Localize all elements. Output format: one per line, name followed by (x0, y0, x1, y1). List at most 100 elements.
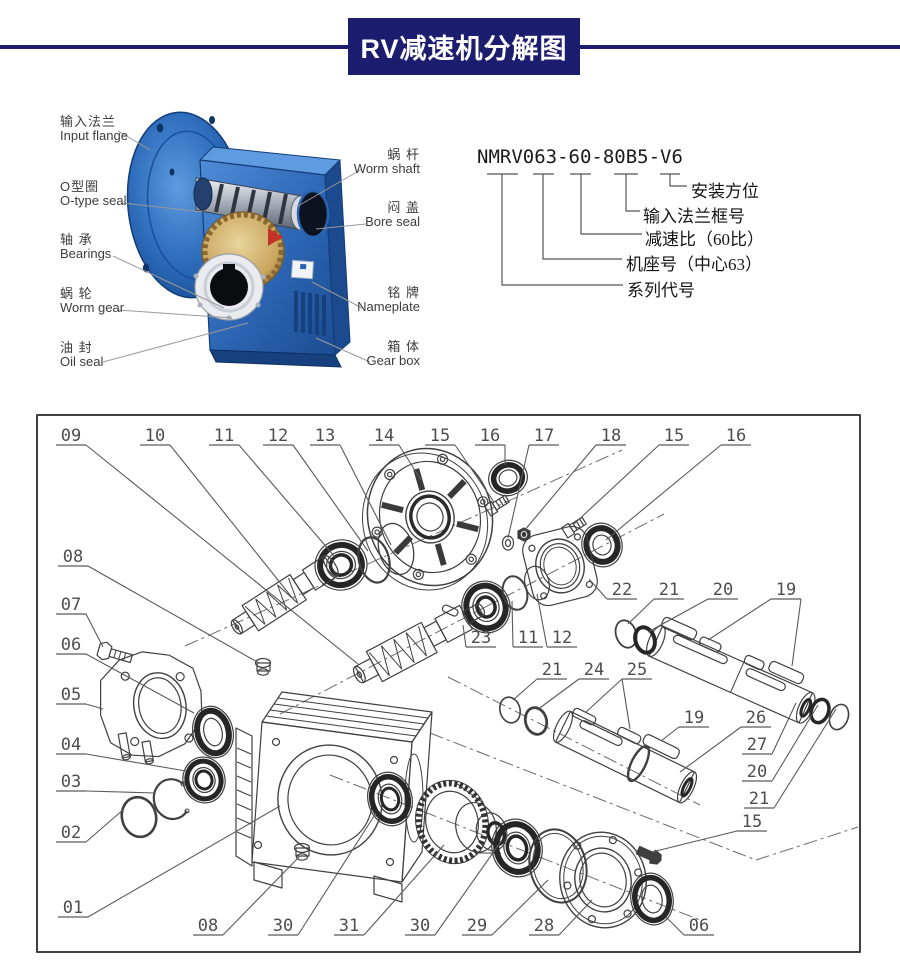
callout-leader (621, 678, 631, 730)
label-cn: 铭 牌 (387, 285, 420, 300)
callout-leader (536, 678, 580, 711)
motor-flange (362, 447, 494, 591)
label-en: O-type seal (60, 193, 127, 208)
callout-leader (512, 678, 538, 701)
page-title: RV减速机分解图 (348, 18, 580, 75)
callout-leader (573, 444, 660, 525)
photo-label-gear-box: 箱 体 Gear box (330, 340, 420, 368)
callout-leader (507, 444, 530, 539)
callout-number: 12 (552, 628, 572, 648)
seal-20a (633, 625, 657, 655)
photo-label-bore-seal: 闷 盖 Bore seal (330, 201, 420, 229)
photo-label-worm-shaft: 蜗 杆 Worm shaft (330, 148, 420, 176)
callout-leader (771, 704, 819, 782)
callout-number: 12 (268, 426, 288, 446)
callout-number: 08 (198, 916, 218, 936)
callout-number: 03 (61, 772, 81, 792)
label-en: Bore seal (365, 214, 420, 229)
callout-leader (651, 830, 738, 853)
anno-frame-size: 机座号（中心63） (626, 255, 762, 274)
callout-number: 25 (627, 660, 647, 680)
label-en: Gear box (366, 353, 420, 368)
circlip-03 (152, 778, 190, 821)
callout-leader (454, 444, 495, 503)
label-cn: 箱 体 (387, 339, 420, 354)
label-en: Input flange (60, 128, 128, 143)
label-cn: O型圈 (60, 179, 100, 194)
callout-number: 21 (542, 660, 562, 680)
label-cn: 蜗 轮 (60, 286, 93, 301)
callout-number: 15 (742, 812, 762, 832)
callout-number: 06 (689, 916, 709, 936)
callout-leader (491, 879, 549, 936)
callout-leader (85, 790, 156, 794)
callout-leader (87, 565, 260, 664)
label-en: Worm shaft (353, 161, 420, 176)
bearing-30b (491, 818, 543, 878)
callout-leader (222, 855, 301, 936)
label-en: Worm gear (60, 300, 125, 315)
key-small (441, 604, 459, 617)
callout-number: 23 (471, 628, 491, 648)
callout-number: 08 (63, 547, 83, 567)
callout-leader (791, 598, 802, 667)
input-flange-05 (100, 651, 203, 765)
callout-number: 31 (339, 916, 359, 936)
photo-label-nameplate: 铭 牌 Nameplate (330, 286, 420, 314)
photo-label-o-type-seal: O型圈 O-type seal (60, 180, 126, 208)
callout-leader (434, 839, 503, 936)
callout-leader (660, 726, 680, 742)
callout-number: 30 (410, 916, 430, 936)
callout-number: 28 (534, 916, 554, 936)
callout-number: 10 (145, 426, 165, 446)
label-cn: 输入法兰 (60, 114, 117, 129)
o-ring-29 (528, 828, 588, 904)
callout-leader (462, 624, 467, 648)
callout-leader (85, 653, 195, 714)
photo-label-input-flange: 输入法兰 Input flange (60, 115, 128, 143)
callout-leader (523, 444, 597, 532)
bearing-30a (367, 771, 413, 827)
callout-number: 06 (61, 635, 81, 655)
bearing-04 (182, 756, 226, 804)
output-flange-22 (522, 525, 598, 607)
o-ring-02 (120, 795, 158, 839)
callout-number: 29 (467, 916, 487, 936)
screw-08b (293, 842, 311, 861)
o-ring-12 (357, 536, 391, 584)
callout-leader (85, 753, 187, 772)
callout-number: 19 (776, 580, 796, 600)
label-cn: 蜗 杆 (387, 147, 420, 162)
callout-number: 02 (61, 823, 81, 843)
callout-leader (398, 444, 422, 481)
callout-leader (647, 598, 709, 633)
nut-18 (517, 527, 531, 542)
worm-shaft-1 (230, 554, 339, 635)
callout-number: 30 (273, 916, 293, 936)
callout-leader (363, 844, 445, 936)
screw-08a (254, 657, 272, 676)
callout-leader (588, 578, 608, 600)
worm-shaft-2 (352, 603, 486, 684)
ring-21b (498, 696, 522, 724)
callout-number: 11 (214, 426, 234, 446)
callout-leader (773, 708, 837, 809)
bolt-15a (483, 494, 510, 517)
callout-number: 11 (518, 628, 538, 648)
ring-13 (377, 522, 415, 576)
callout-number: 15 (664, 426, 684, 446)
callout-leader (297, 812, 377, 936)
callout-number: 17 (534, 426, 554, 446)
bolt-07 (96, 641, 134, 664)
callout-number: 15 (430, 426, 450, 446)
o-ring-21c (828, 703, 850, 731)
gearbox-photo (102, 111, 371, 368)
callout-leader (511, 600, 514, 648)
callout-leader (169, 444, 295, 601)
model-connectors (487, 173, 687, 286)
callout-number: 09 (61, 426, 81, 446)
output-flange-28 (559, 831, 647, 929)
seal-16b (581, 522, 623, 568)
